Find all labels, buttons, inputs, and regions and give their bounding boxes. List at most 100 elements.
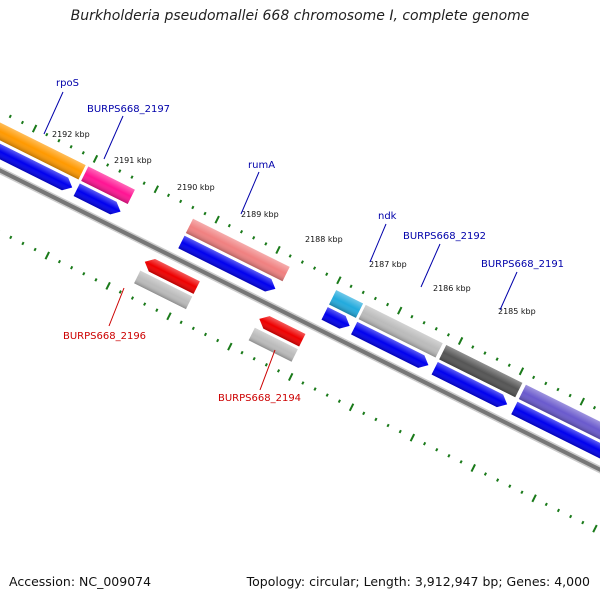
scale-tick	[118, 290, 122, 294]
scale-tick	[69, 144, 73, 149]
tick-label: 2191 kbp	[114, 156, 152, 165]
scale-tick	[143, 302, 147, 306]
scale-tick	[544, 381, 548, 386]
scale-tick	[191, 326, 195, 331]
scale-tick	[264, 363, 268, 367]
scale-tick	[422, 320, 426, 325]
scale-tick	[374, 417, 378, 422]
tick-label: 2192 kbp	[52, 130, 90, 139]
scale-tick	[153, 185, 159, 194]
scale-tick	[592, 524, 598, 533]
scale-tick	[568, 393, 572, 398]
scale-tick	[312, 266, 317, 270]
scale-tick	[398, 429, 402, 434]
gene-label-BURPS668_2192[interactable]: BURPS668_2192	[403, 231, 486, 242]
tick-label: 2190 kbp	[177, 183, 215, 192]
scale-tick	[166, 193, 171, 198]
scale-tick	[288, 372, 294, 381]
scale-tick	[118, 169, 122, 173]
gene-label-ndk[interactable]: ndk	[378, 211, 397, 222]
scale-tick	[336, 276, 342, 285]
scale-tick	[435, 447, 439, 452]
scale-tick	[203, 332, 208, 337]
scale-tick	[581, 520, 585, 525]
scale-tick	[252, 356, 256, 361]
backbone	[0, 112, 600, 521]
scale-tick	[264, 242, 268, 246]
scale-tick	[434, 327, 438, 331]
scale-tick	[532, 375, 536, 380]
label-leaders	[43, 91, 518, 391]
scale-tick	[214, 215, 220, 224]
scale-tick	[457, 336, 464, 345]
scale-tick	[252, 236, 256, 240]
map-title: Burkholderia pseudomallei 668 chromosome…	[70, 8, 530, 24]
forward-tick-ring	[8, 114, 597, 410]
scale-tick	[57, 138, 61, 143]
scale-tick	[483, 472, 487, 476]
scale-tick	[409, 433, 416, 442]
tick-label: 2189 kbp	[241, 210, 279, 219]
scale-tick	[227, 342, 233, 351]
gene-label-BURPS668_2197[interactable]: BURPS668_2197	[87, 104, 170, 115]
scale-labels: 2192 kbp 2191 kbp 2190 kbp 2189 kbp 2188…	[52, 130, 536, 316]
scale-tick	[203, 211, 207, 216]
scale-tick	[45, 132, 49, 137]
scale-tick	[81, 151, 85, 155]
scale-tick	[240, 350, 244, 355]
gene-label-rumA[interactable]: rumA	[248, 160, 275, 171]
tick-label: 2186 kbp	[433, 284, 471, 293]
scale-tick	[8, 114, 12, 119]
scale-tick	[31, 124, 38, 133]
scale-tick	[300, 260, 304, 264]
scale-tick	[57, 259, 62, 264]
scale-tick	[386, 423, 390, 428]
scale-tick	[216, 338, 220, 343]
gene-label-BURPS668_2196[interactable]: BURPS668_2196	[63, 331, 146, 342]
gene-label-BURPS668_2194[interactable]: BURPS668_2194	[218, 393, 301, 404]
tick-label: 2187 kbp	[369, 260, 407, 269]
scale-tick	[556, 387, 560, 392]
scale-tick	[155, 308, 159, 312]
scale-tick	[239, 229, 244, 234]
forward-cds-track	[0, 93, 600, 486]
scale-tick	[94, 278, 98, 282]
scale-tick	[592, 405, 597, 410]
tick-label: 2185 kbp	[498, 307, 536, 316]
scale-tick	[105, 281, 111, 290]
scale-tick	[508, 484, 512, 488]
scale-tick	[179, 199, 183, 204]
scale-tick	[227, 223, 231, 228]
gene-label-rpoS[interactable]: rpoS	[56, 78, 79, 89]
accession-text: Accession: NC_009074	[9, 574, 152, 589]
scale-tick	[362, 411, 366, 416]
scale-tick	[569, 514, 573, 519]
scale-tick	[470, 463, 476, 472]
scale-tick	[471, 345, 475, 349]
scale-tick	[276, 369, 281, 373]
scale-tick	[544, 502, 548, 507]
scale-tick	[275, 245, 281, 254]
scale-tick	[82, 271, 86, 276]
scale-tick	[288, 254, 292, 258]
scale-tick	[130, 296, 135, 300]
scale-tick	[20, 120, 25, 125]
tick-label: 2188 kbp	[305, 235, 343, 244]
scale-tick	[70, 265, 74, 270]
scale-tick	[447, 454, 451, 458]
scale-tick	[373, 296, 377, 301]
scale-tick	[21, 241, 25, 246]
scale-tick	[179, 320, 183, 325]
scale-tick	[520, 490, 524, 495]
scale-tick	[410, 314, 414, 319]
scale-tick	[9, 235, 13, 240]
scale-tick	[130, 175, 134, 179]
scale-tick	[191, 205, 195, 210]
scale-tick	[495, 357, 499, 361]
scale-tick	[459, 460, 463, 464]
scale-tick	[531, 494, 537, 503]
scale-tick	[518, 367, 525, 376]
gene-label-BURPS668_2191[interactable]: BURPS668_2191	[481, 259, 564, 270]
scale-tick	[349, 284, 353, 289]
scale-tick	[301, 381, 305, 385]
